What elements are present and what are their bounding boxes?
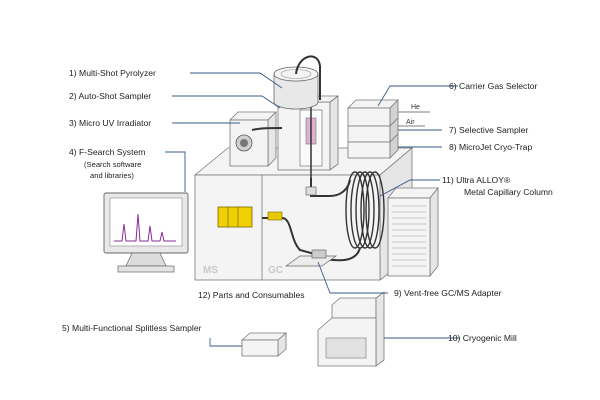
carrier-gas-selector <box>347 99 399 127</box>
cryogenic-mill <box>317 291 385 367</box>
label-selective-sampler: 7) Selective Sampler <box>449 125 528 135</box>
label-carrier-gas-selector: 6) Carrier Gas Selector <box>449 81 537 91</box>
vent-free-adapter <box>284 249 338 267</box>
gc-ms-base-unit: MS GC <box>193 147 414 281</box>
micro-uv-irradiator <box>229 111 277 167</box>
f-search-monitor <box>103 192 189 273</box>
label-cryogenic-mill: 10) Cryogenic Mill <box>448 333 517 343</box>
consumable-cartridge <box>217 206 283 228</box>
cryo-trap-box <box>347 133 399 159</box>
gc-tag: GC <box>268 265 283 276</box>
pyrolyzer-unit <box>276 95 340 178</box>
label-f-search-system: 4) F-Search System <box>69 147 145 157</box>
label-ultra-alloy: 11) Ultra ALLOY® <box>442 175 511 185</box>
label-metal-capillary-column: Metal Capillary Column <box>464 187 553 197</box>
label-micro-uv-irradiator: 3) Micro UV Irradiator <box>69 118 151 128</box>
label-f-search-note-2: and libraries) <box>90 171 134 180</box>
splitless-sampler <box>240 332 288 357</box>
air-label: Air <box>406 119 415 126</box>
label-vent-free-adapter: 9) Vent-free GC/MS Adapter <box>394 288 502 298</box>
label-parts-consumables: 12) Parts and Consumables <box>198 290 305 300</box>
auto-shot-sampler <box>273 55 321 110</box>
label-microjet-cryo-trap: 8) MicroJet Cryo-Trap <box>449 142 532 152</box>
ms-tag: MS <box>203 265 218 276</box>
label-auto-shot-sampler: 2) Auto-Shot Sampler <box>69 91 151 101</box>
label-f-search-note-1: (Search software <box>84 160 141 169</box>
label-splitless-sampler: 5) Multi-Functional Splitless Sampler <box>62 323 202 333</box>
spectrum-plot <box>114 213 176 242</box>
leader-lines <box>165 72 460 347</box>
selective-sampler-box <box>347 117 399 143</box>
detector-tower <box>387 186 439 278</box>
label-multi-shot-pyrolyzer: 1) Multi-Shot Pyrolyzer <box>69 68 156 78</box>
he-label: He <box>411 104 420 111</box>
